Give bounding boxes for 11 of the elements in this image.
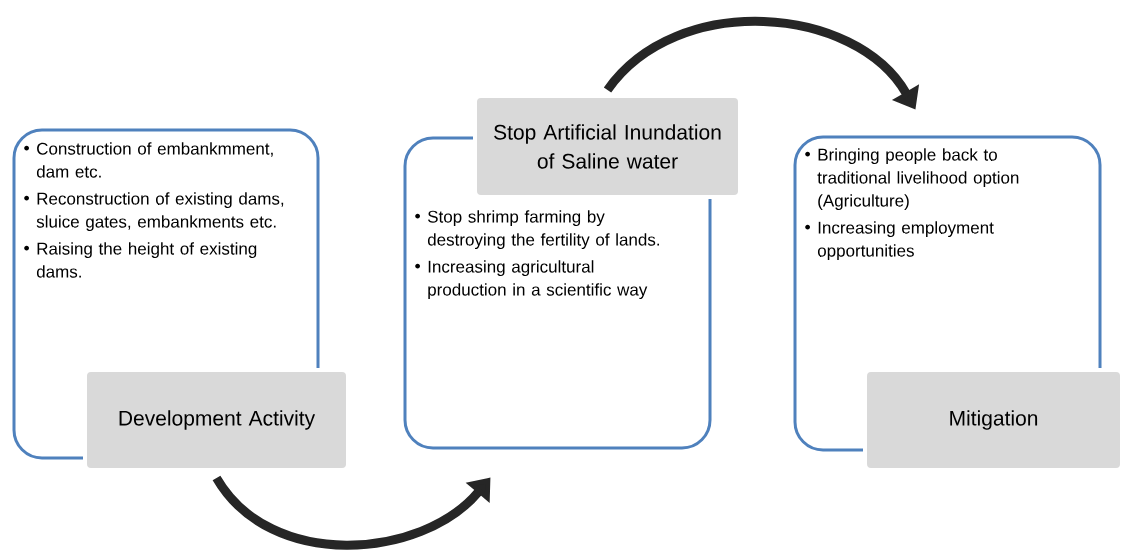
bullet-item: Reconstruction of existing dams, sluice gates, embankments etc.	[24, 192, 284, 232]
bullet-item: Construction of embankmment, dam etc.	[24, 142, 273, 178]
label-box: Stop Artificial Inundation of Saline water	[473, 94, 742, 199]
bullet-item: Increasing employment opportunities	[805, 221, 994, 261]
label-box: Development Activity	[83, 368, 350, 472]
bullet-item: Stop shrimp farming by destroying the fertility of lands.	[415, 210, 659, 250]
bullet-item: Increasing agricultural production in a scientific way	[415, 260, 648, 300]
bullet-item: Bringing people back to traditional livelihood option (Agriculture)	[805, 148, 1019, 211]
curved-arrow	[212, 475, 491, 550]
label-box: Mitigation	[863, 368, 1124, 472]
bullet-item: Raising the height of existing dams.	[24, 242, 257, 278]
